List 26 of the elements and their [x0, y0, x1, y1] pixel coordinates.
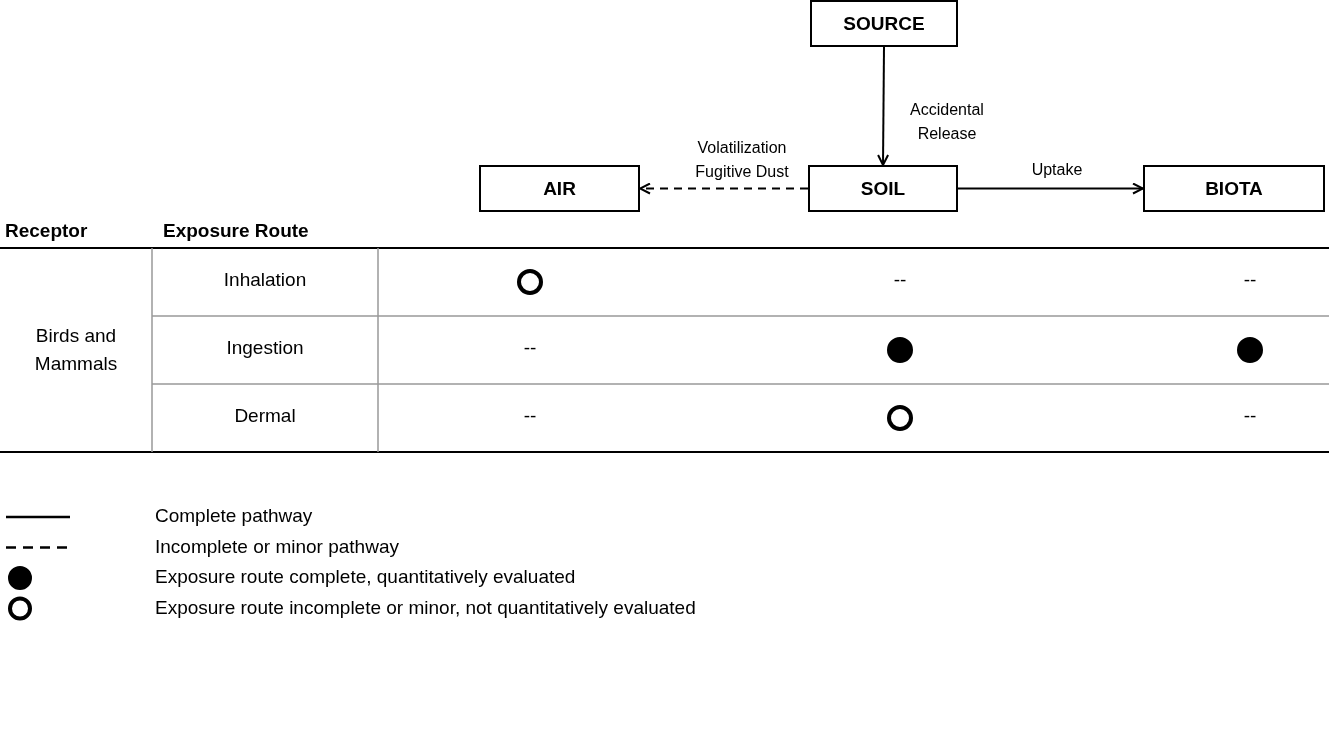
legend-text: Incomplete or minor pathway — [155, 535, 399, 558]
receptor-text: Birds and Mammals — [33, 324, 119, 376]
compartment-box: BIOTA — [1143, 165, 1325, 212]
filled-circle-mark — [887, 337, 913, 363]
route-text: Dermal — [233, 405, 297, 427]
route-text: Ingestion — [225, 337, 305, 359]
legend-text: Complete pathway — [155, 505, 313, 527]
legend-text: Exposure route incomplete or minor, not quantitatively evaluated — [155, 596, 696, 619]
open-circle-mark — [517, 269, 543, 295]
arrow — [957, 182, 1144, 195]
legend-text: Exposure route complete, quantitatively evaluated — [155, 566, 576, 588]
compartment-box: SOIL — [808, 165, 958, 212]
no-pathway-mark: -- — [522, 405, 538, 427]
compartment-box: SOURCE — [810, 0, 958, 47]
no-pathway-mark: -- — [522, 337, 538, 359]
arrow — [639, 182, 809, 195]
no-pathway-mark: -- — [892, 269, 908, 291]
filled-circle-mark — [1237, 337, 1263, 363]
compartment-box: AIR — [479, 165, 640, 212]
column-header: Receptor — [5, 220, 89, 242]
no-pathway-mark: -- — [1242, 405, 1258, 427]
no-pathway-mark: -- — [1242, 269, 1258, 291]
route-text: Inhalation — [222, 269, 308, 291]
open-circle-mark — [887, 405, 913, 431]
column-header: Exposure Route — [163, 220, 310, 242]
arrow — [877, 46, 890, 166]
